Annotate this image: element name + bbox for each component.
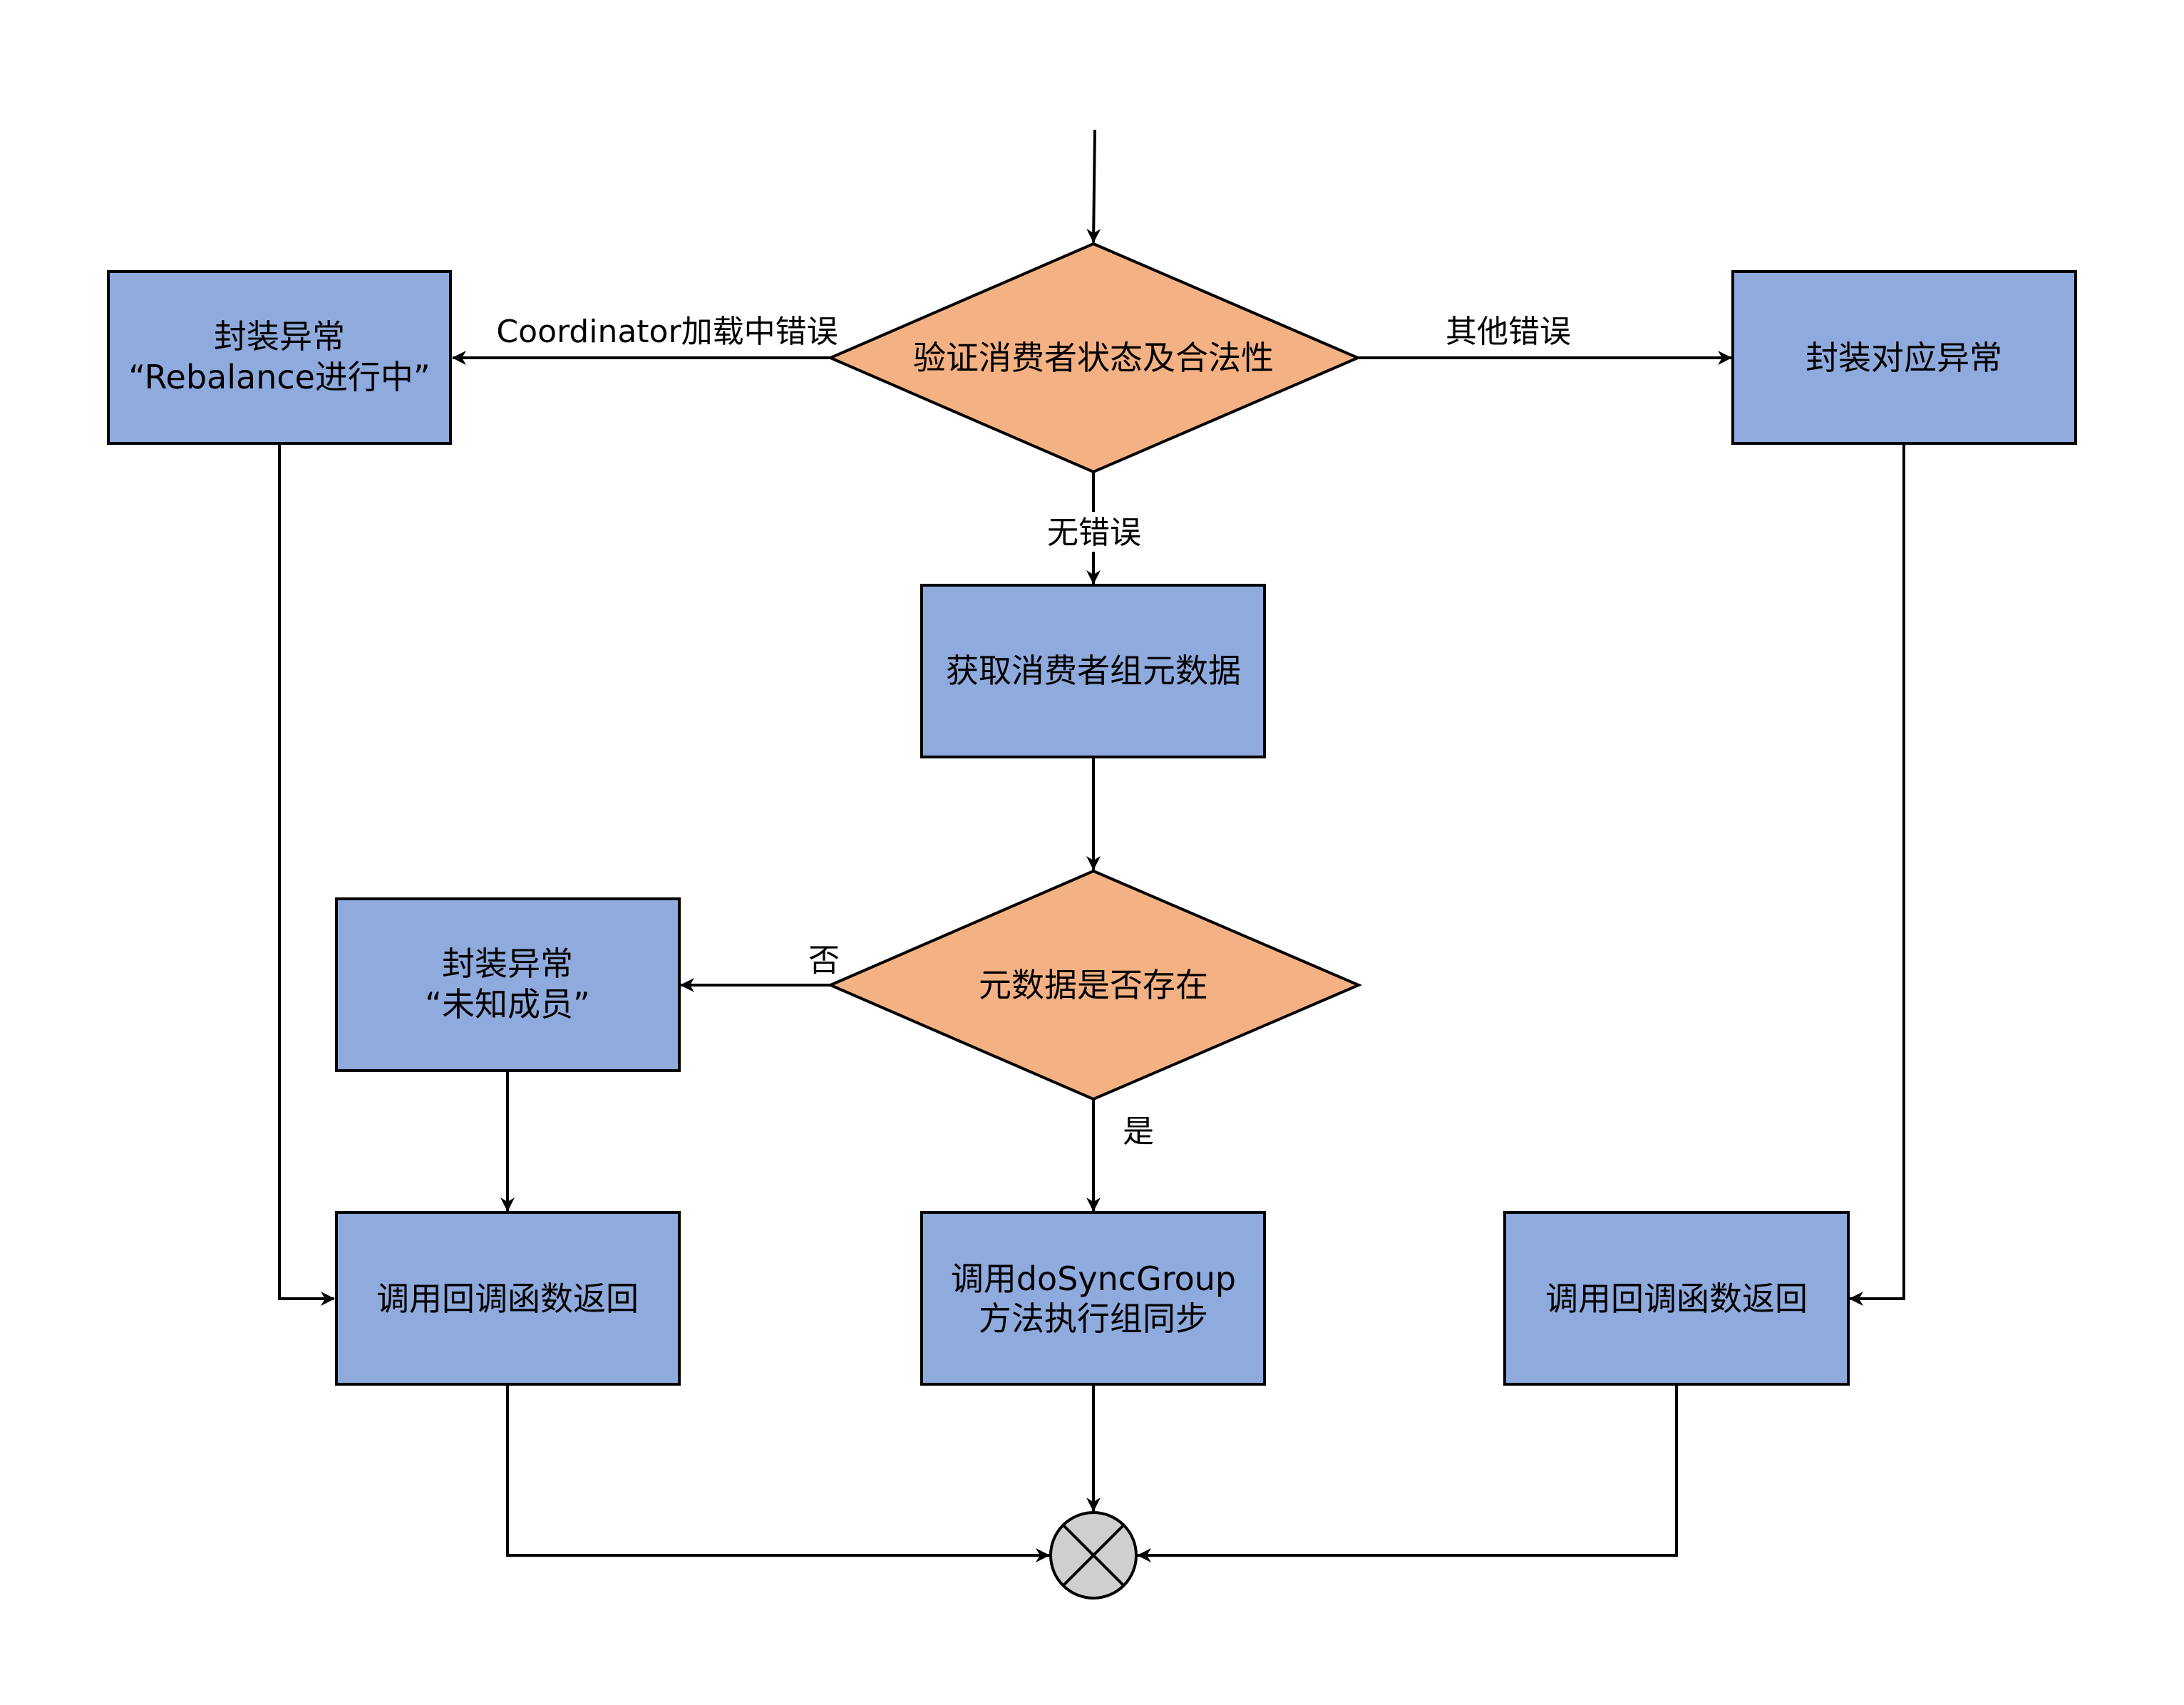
edge-label-coordinator-loading: Coordinator加载中错误	[496, 314, 838, 350]
decision-shape	[826, 869, 1363, 1101]
decision-shape	[826, 242, 1362, 474]
edge-label-no: 否	[808, 942, 840, 979]
node-get-metadata-label: 获取消费者组元数据	[946, 651, 1241, 690]
node-unknown-member[interactable]: 封装异常 “未知成员”	[335, 897, 681, 1072]
edge-label-no-error: 无错误	[1047, 515, 1141, 551]
process-shape	[107, 270, 452, 445]
node-do-sync-group[interactable]: 调用doSyncGroup 方法执行组同步	[920, 1211, 1266, 1386]
edge-start-to-validate	[1086, 129, 1101, 243]
junction-cross-icon	[1062, 1524, 1125, 1587]
process-shape	[1503, 1211, 1850, 1386]
node-other-error-label: 封装对应异常	[1806, 339, 2002, 377]
node-get-metadata[interactable]: 获取消费者组元数据	[920, 584, 1266, 758]
node-metadata-exists-label: 元数据是否存在	[979, 966, 1208, 1004]
edge-label-yes: 是	[1123, 1113, 1154, 1150]
node-callback-left-label: 调用回调函数返回	[376, 1279, 639, 1318]
node-metadata-exists[interactable]: 元数据是否存在	[826, 869, 1363, 1101]
process-shape	[1731, 270, 2077, 445]
node-rebalance-error-line2: “Rebalance进行中”	[128, 358, 431, 396]
process-shape	[920, 1211, 1266, 1386]
process-shape	[335, 897, 681, 1072]
node-validate[interactable]: 验证消费者状态及合法性	[826, 242, 1362, 474]
edge-rebalance-error-to-callback-left	[278, 443, 335, 1306]
edge-callback-right-to-end	[1137, 1384, 1678, 1562]
edge-callback-left-to-end	[506, 1384, 1050, 1562]
node-callback-right-label: 调用回调函数返回	[1545, 1279, 1808, 1318]
edge-other-error-to-callback-right	[1849, 443, 1905, 1306]
node-do-sync-group-line1: 调用doSyncGroup	[951, 1260, 1236, 1298]
node-unknown-member-line1: 封装异常	[442, 944, 573, 983]
node-callback-left[interactable]: 调用回调函数返回	[335, 1211, 681, 1386]
node-rebalance-error-line1: 封装异常	[214, 317, 345, 356]
edge-label-bg-no-error	[1042, 512, 1146, 552]
node-other-error[interactable]: 封装对应异常	[1731, 270, 2077, 445]
process-shape	[920, 584, 1266, 758]
node-rebalance-error[interactable]: 封装异常 “Rebalance进行中”	[107, 270, 452, 445]
edge-label-other-error: 其他错误	[1446, 314, 1571, 350]
node-do-sync-group-line2: 方法执行组同步	[979, 1299, 1208, 1338]
node-validate-label: 验证消费者状态及合法性	[913, 339, 1274, 377]
process-shape	[335, 1211, 681, 1386]
node-unknown-member-line2: “未知成员”	[425, 985, 590, 1024]
node-end-junction[interactable]	[1049, 1511, 1138, 1600]
node-callback-right[interactable]: 调用回调函数返回	[1503, 1211, 1850, 1386]
